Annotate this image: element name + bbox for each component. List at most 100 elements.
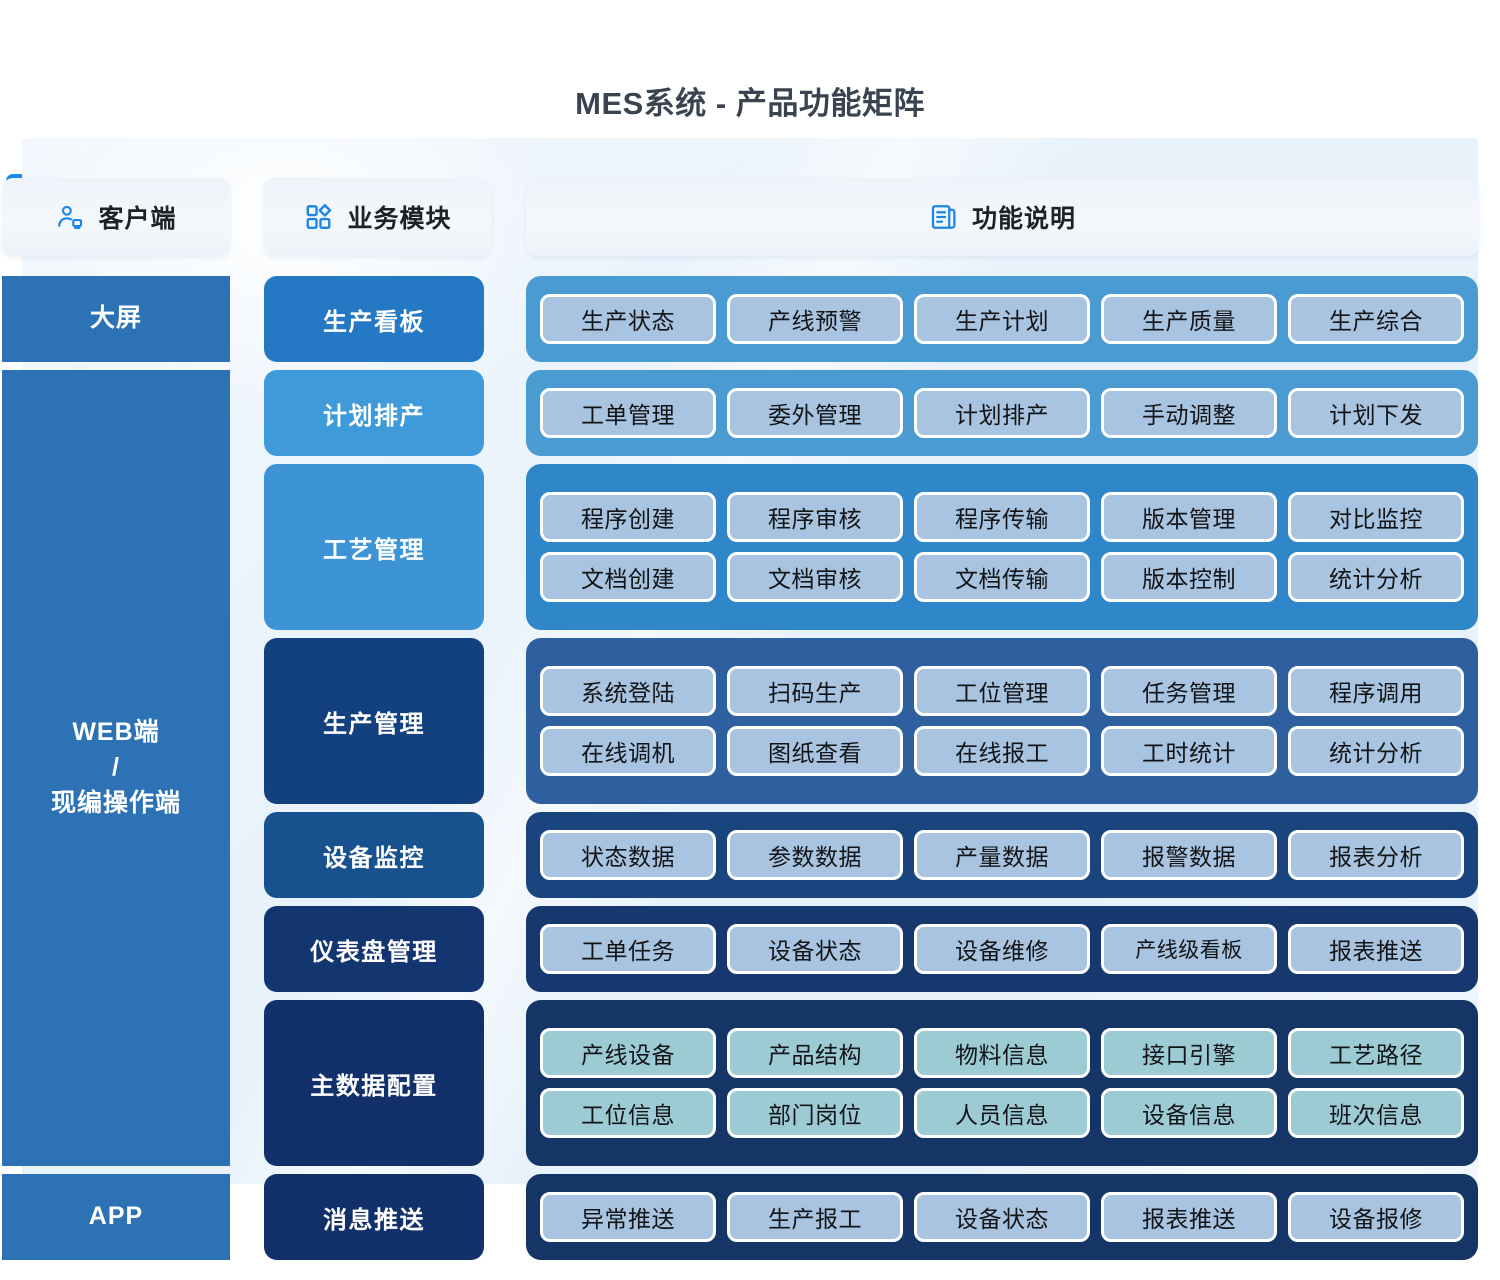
feature-chip[interactable]: 文档审核 <box>727 552 903 602</box>
feature-chip[interactable]: 在线调机 <box>540 726 716 776</box>
feature-chip[interactable]: 版本管理 <box>1101 492 1277 542</box>
feature-chip[interactable]: 工艺路径 <box>1288 1028 1464 1078</box>
header-module: 业务模块 <box>264 174 492 256</box>
feature-chip[interactable]: 设备状态 <box>727 924 903 974</box>
module-label: 仪表盘管理 <box>310 938 438 966</box>
feature-chip[interactable]: 程序传输 <box>914 492 1090 542</box>
feature-chip[interactable]: 工位信息 <box>540 1088 716 1138</box>
feature-chip[interactable]: 异常推送 <box>540 1192 716 1242</box>
feature-chip[interactable]: 报表推送 <box>1288 924 1464 974</box>
header-row: 客户端 业务模块 功能说明 <box>0 174 1500 256</box>
feature-chip[interactable]: 报警数据 <box>1101 830 1277 880</box>
user-screen-icon <box>55 202 85 232</box>
feature-chip[interactable]: 文档创建 <box>540 552 716 602</box>
feature-chip[interactable]: 计划下发 <box>1288 388 1464 438</box>
client-cell[interactable]: APP <box>2 1174 230 1260</box>
feature-chip[interactable]: 报表推送 <box>1101 1192 1277 1242</box>
feature-row: 工位信息部门岗位人员信息设备信息班次信息 <box>540 1088 1464 1138</box>
module-cell[interactable]: 工艺管理 <box>264 464 484 630</box>
feature-chip[interactable]: 产线预警 <box>727 294 903 344</box>
feature-chip[interactable]: 物料信息 <box>914 1028 1090 1078</box>
module-cell[interactable]: 仪表盘管理 <box>264 906 484 992</box>
feature-chip[interactable]: 版本控制 <box>1101 552 1277 602</box>
feature-chip[interactable]: 班次信息 <box>1288 1088 1464 1138</box>
feature-row: 在线调机图纸查看在线报工工时统计统计分析 <box>540 726 1464 776</box>
feature-chip[interactable]: 任务管理 <box>1101 666 1277 716</box>
feature-band: 异常推送生产报工设备状态报表推送设备报修 <box>526 1174 1478 1260</box>
feature-chip[interactable]: 计划排产 <box>914 388 1090 438</box>
header-function-label: 功能说明 <box>971 205 1076 233</box>
feature-chip[interactable]: 设备信息 <box>1101 1088 1277 1138</box>
feature-chip[interactable]: 工单管理 <box>540 388 716 438</box>
module-label: 计划排产 <box>323 402 425 430</box>
client-label: 大屏 <box>89 304 142 333</box>
feature-row: 产线设备产品结构物料信息接口引擎工艺路径 <box>540 1028 1464 1078</box>
feature-chip[interactable]: 生产计划 <box>914 294 1090 344</box>
feature-chip[interactable]: 生产报工 <box>727 1192 903 1242</box>
module-cell[interactable]: 计划排产 <box>264 370 484 456</box>
module-cell[interactable]: 生产看板 <box>264 276 484 362</box>
feature-row: 状态数据参数数据产量数据报警数据报表分析 <box>540 830 1464 880</box>
feature-band: 产线设备产品结构物料信息接口引擎工艺路径工位信息部门岗位人员信息设备信息班次信息 <box>526 1000 1478 1166</box>
feature-chip[interactable]: 工单任务 <box>540 924 716 974</box>
module-label: 设备监控 <box>323 844 425 872</box>
feature-chip[interactable]: 程序创建 <box>540 492 716 542</box>
module-cell[interactable]: 生产管理 <box>264 638 484 804</box>
feature-chip[interactable]: 产线设备 <box>540 1028 716 1078</box>
feature-chip[interactable]: 图纸查看 <box>727 726 903 776</box>
feature-band: 工单任务设备状态设备维修产线级看板报表推送 <box>526 906 1478 992</box>
feature-chip[interactable]: 程序调用 <box>1288 666 1464 716</box>
feature-chip[interactable]: 对比监控 <box>1288 492 1464 542</box>
feature-chip[interactable]: 统计分析 <box>1288 726 1464 776</box>
module-cell[interactable]: 设备监控 <box>264 812 484 898</box>
feature-row: 工单管理委外管理计划排产手动调整计划下发 <box>540 388 1464 438</box>
header-client: 客户端 <box>2 174 230 256</box>
feature-chip[interactable]: 系统登陆 <box>540 666 716 716</box>
feature-chip[interactable]: 部门岗位 <box>727 1088 903 1138</box>
client-label: WEB端/现编操作端 <box>50 717 181 817</box>
feature-row: 异常推送生产报工设备状态报表推送设备报修 <box>540 1192 1464 1242</box>
module-label: 消息推送 <box>323 1206 425 1234</box>
feature-chip[interactable]: 工位管理 <box>914 666 1090 716</box>
feature-band: 程序创建程序审核程序传输版本管理对比监控文档创建文档审核文档传输版本控制统计分析 <box>526 464 1478 630</box>
header-client-label: 客户端 <box>98 205 177 233</box>
module-label: 工艺管理 <box>323 536 425 564</box>
feature-chip[interactable]: 产品结构 <box>727 1028 903 1078</box>
feature-chip[interactable]: 文档传输 <box>914 552 1090 602</box>
module-cell[interactable]: 消息推送 <box>264 1174 484 1260</box>
feature-row: 系统登陆扫码生产工位管理任务管理程序调用 <box>540 666 1464 716</box>
feature-row: 工单任务设备状态设备维修产线级看板报表推送 <box>540 924 1464 974</box>
feature-chip[interactable]: 接口引擎 <box>1101 1028 1277 1078</box>
feature-chip[interactable]: 程序审核 <box>727 492 903 542</box>
feature-chip[interactable]: 产线级看板 <box>1101 924 1277 974</box>
feature-chip[interactable]: 设备状态 <box>914 1192 1090 1242</box>
feature-chip[interactable]: 人员信息 <box>914 1088 1090 1138</box>
feature-chip[interactable]: 统计分析 <box>1288 552 1464 602</box>
feature-chip[interactable]: 委外管理 <box>727 388 903 438</box>
grid-blocks-icon <box>304 202 334 232</box>
feature-chip[interactable]: 设备维修 <box>914 924 1090 974</box>
header-module-label: 业务模块 <box>347 205 452 233</box>
client-cell[interactable]: 大屏 <box>2 276 230 362</box>
feature-chip[interactable]: 报表分析 <box>1288 830 1464 880</box>
feature-chip[interactable]: 生产综合 <box>1288 294 1464 344</box>
feature-chip[interactable]: 在线报工 <box>914 726 1090 776</box>
feature-chip[interactable]: 手动调整 <box>1101 388 1277 438</box>
module-label: 生产看板 <box>323 308 425 336</box>
matrix-body: 生产看板生产状态产线预警生产计划生产质量生产综合计划排产工单管理委外管理计划排产… <box>0 276 1500 1268</box>
module-label: 生产管理 <box>323 710 425 738</box>
client-cell[interactable]: WEB端/现编操作端 <box>2 370 230 1166</box>
feature-band: 状态数据参数数据产量数据报警数据报表分析 <box>526 812 1478 898</box>
matrix-grid: 生产看板生产状态产线预警生产计划生产质量生产综合计划排产工单管理委外管理计划排产… <box>0 276 1500 1268</box>
feature-chip[interactable]: 工时统计 <box>1101 726 1277 776</box>
feature-chip[interactable]: 设备报修 <box>1288 1192 1464 1242</box>
feature-chip[interactable]: 扫码生产 <box>727 666 903 716</box>
feature-chip[interactable]: 生产质量 <box>1101 294 1277 344</box>
feature-chip[interactable]: 产量数据 <box>914 830 1090 880</box>
feature-chip[interactable]: 生产状态 <box>540 294 716 344</box>
feature-chip[interactable]: 状态数据 <box>540 830 716 880</box>
feature-chip[interactable]: 参数数据 <box>727 830 903 880</box>
page-title: MES系统 - 产品功能矩阵 <box>575 86 925 121</box>
module-cell[interactable]: 主数据配置 <box>264 1000 484 1166</box>
